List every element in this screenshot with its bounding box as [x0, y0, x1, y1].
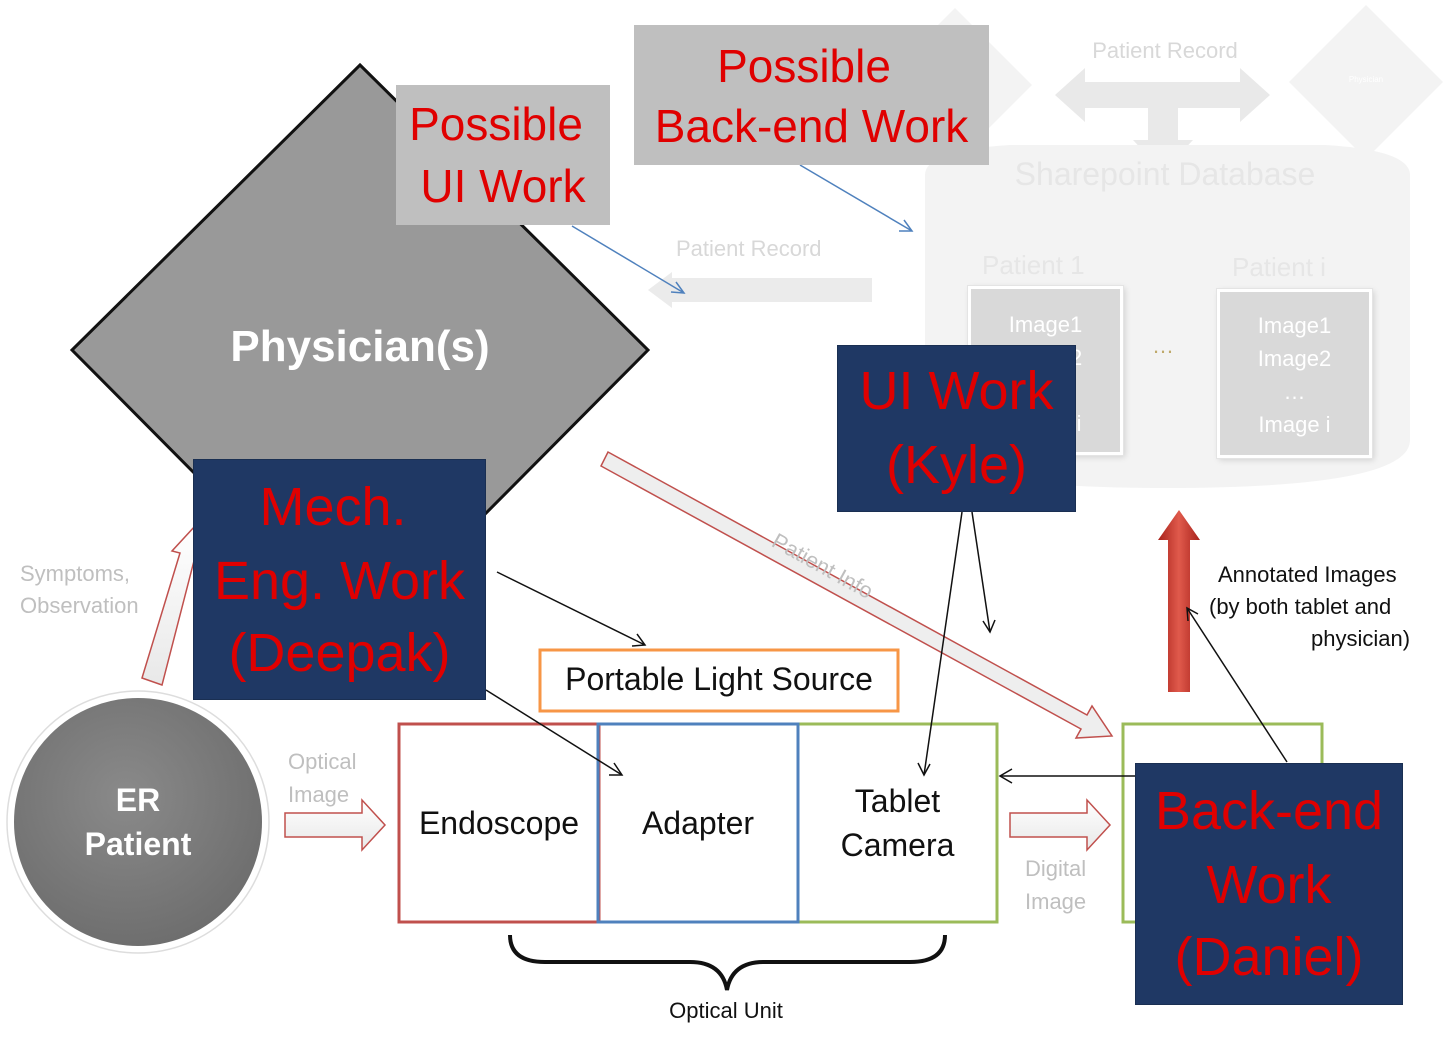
sharepoint-patient1-label: Patient 1 [982, 250, 1085, 280]
annotated-images-label-1: Annotated Images [1218, 562, 1397, 587]
optical-unit-brace [508, 934, 947, 991]
mech-work-line1: Mech. [259, 477, 407, 537]
patient-record-faded-arrow-body [670, 278, 872, 302]
optical-image-label-2: Image [288, 782, 350, 807]
card-line: … [1283, 379, 1306, 404]
patient-info-arrow [600, 450, 1114, 739]
backend-work-line3: (Daniel) [1174, 927, 1364, 987]
annotated-images-label-2: (by both tablet and [1209, 594, 1392, 619]
er-patient-line1: ER [115, 782, 161, 818]
er-patient-outer-ring [6, 690, 270, 954]
tablet-camera-box [796, 722, 999, 924]
sharepoint-database-title: Sharepoint Database [1014, 156, 1316, 192]
mech-eng-work-box: Mech. Eng. Work (Deepak) [193, 459, 486, 700]
sharepoint-patient-record-label: Patient Record [1092, 38, 1238, 63]
card-line: Image1 [1008, 312, 1083, 337]
endoscope-box [397, 722, 601, 924]
patient-record-arrow-label: Patient Record [676, 236, 822, 261]
possible-ui-pointer [571, 225, 685, 294]
possible-backend-line1: Possible [717, 40, 891, 92]
ui-work-line2: (Kyle) [885, 435, 1027, 495]
patienti-image-card: Image1 Image2 … Image i [1217, 289, 1372, 458]
endoscope-label: Endoscope [418, 805, 580, 841]
possible-backend-line2: Back-end Work [654, 100, 969, 152]
digital-image-label-2: Image [1025, 889, 1087, 914]
possible-backend-work-box: Possible Back-end Work [634, 25, 989, 165]
faded-down-arrow-stem [1148, 105, 1178, 145]
card-line: Image i [1258, 412, 1331, 437]
light-source-label: Portable Light Source [565, 661, 873, 697]
black-connectors [485, 511, 1288, 784]
backend-work-line2: Work [1206, 855, 1332, 915]
ui-work-kyle-box: UI Work (Kyle) [837, 345, 1076, 512]
physician-label: Physician(s) [230, 322, 490, 371]
annotated-images-label-3: physician) [1311, 626, 1411, 651]
tablet-camera-line2: Camera [840, 827, 955, 863]
tablet-camera-line1: Tablet [854, 783, 941, 819]
light-source-box [538, 648, 900, 713]
ui-work-line1: UI Work [859, 361, 1054, 421]
card-line: Image2 [1257, 346, 1332, 371]
card-line: Image1 [1257, 313, 1332, 338]
er-patient-line2: Patient [84, 826, 192, 862]
possible-backend-pointer [799, 164, 913, 232]
possible-ui-work-box: Possible UI Work [396, 85, 610, 225]
observation-label: Observation [20, 593, 139, 618]
sharepoint-ellipsis: … [1152, 333, 1174, 358]
optical-image-label-1: Optical [288, 749, 357, 774]
adapter-label: Adapter [641, 805, 755, 841]
mech-work-line3: (Deepak) [228, 623, 451, 683]
digital-image-arrow [1009, 798, 1112, 852]
patient-record-faded-arrow-head [648, 272, 672, 308]
mech-work-line2: Eng. Work [213, 551, 466, 611]
annotated-upload-arrow [1158, 510, 1200, 692]
er-patient-circle [8, 692, 268, 952]
faded-double-arrow [1055, 68, 1270, 122]
digital-image-label-1: Digital [1025, 856, 1087, 881]
optical-image-arrow [284, 798, 387, 852]
sharepoint-physician-label: Physician [1348, 75, 1384, 84]
adapter-box [596, 722, 800, 924]
optical-unit-label: Optical Unit [669, 998, 783, 1023]
backend-work-daniel-box: Back-end Work (Daniel) [1135, 763, 1403, 1005]
possible-ui-line1: Possible [409, 98, 583, 150]
symptoms-label: Symptoms, [20, 561, 131, 586]
backend-work-line1: Back-end [1154, 781, 1384, 841]
sharepoint-patienti-label: Patient i [1232, 252, 1326, 282]
faded-diamond-physician [1289, 5, 1443, 159]
possible-ui-line2: UI Work [420, 160, 586, 212]
